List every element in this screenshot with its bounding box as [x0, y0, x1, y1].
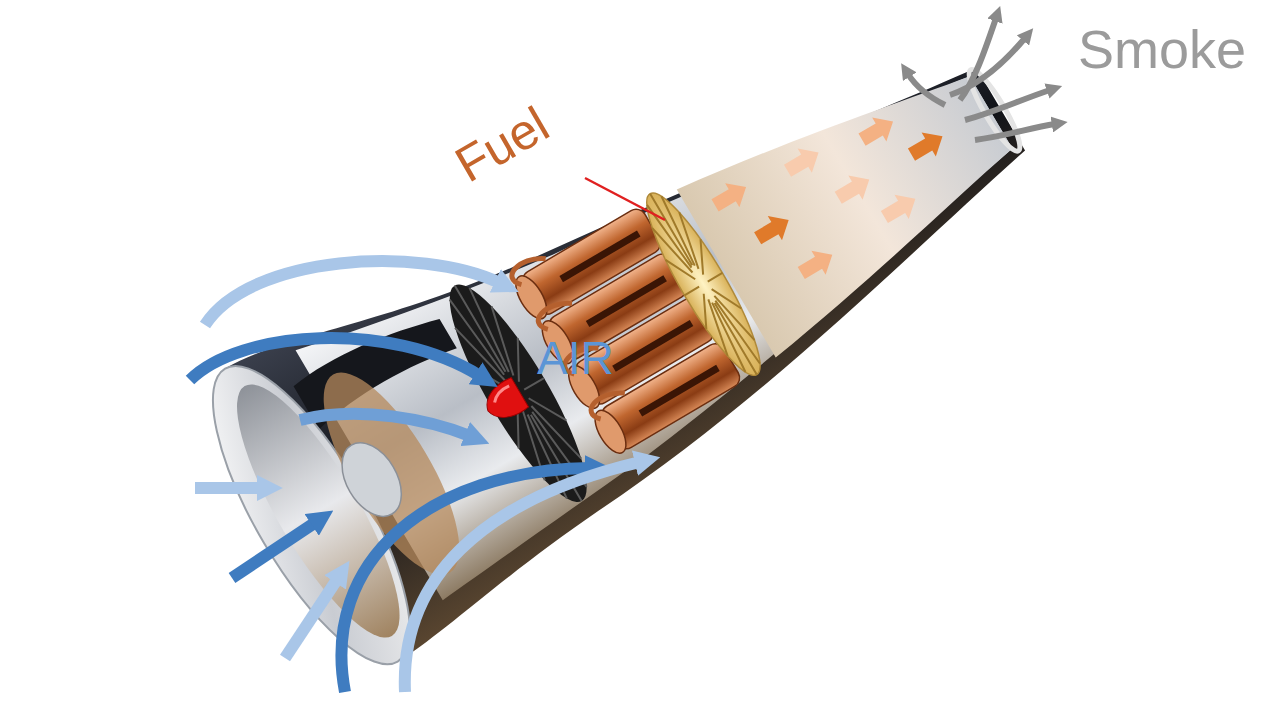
exhaust-arrow [708, 175, 753, 217]
exhaust-arrow [831, 167, 876, 209]
smoke-arrows [908, 18, 1055, 140]
smoke-arrow [950, 38, 1025, 95]
exhaust-arrow [794, 243, 839, 285]
air-arrow [405, 462, 640, 692]
exhaust-arrow [904, 124, 949, 166]
exhaust-arrow [855, 109, 900, 151]
can-stripe [639, 365, 720, 417]
can-cap [589, 405, 632, 458]
exhaust-arrow [877, 187, 922, 229]
part-label: Fuel [447, 97, 559, 193]
engine-body [178, 0, 1091, 689]
can-cap [510, 271, 553, 324]
air-arrow [195, 482, 262, 494]
exhaust-flow-arrows [708, 76, 973, 305]
spinner-highlight [491, 386, 513, 403]
spinner-cone [479, 377, 529, 426]
smoke-arrow [965, 90, 1050, 120]
fuel-pipes [508, 252, 630, 422]
air-flow-arrows [190, 261, 640, 692]
air-arrow [341, 468, 590, 692]
intake-fairing [330, 432, 414, 526]
air-arrow [232, 522, 316, 578]
air-arrow [300, 414, 470, 436]
cutaway-interior [296, 0, 1064, 600]
smoke-arrow [908, 74, 945, 105]
flow-label: AIR [537, 333, 614, 384]
exhaust-arrow [751, 208, 796, 250]
exhaust-duct [677, 32, 1043, 357]
exhaust-arrow [780, 140, 825, 182]
smoke-arrow [975, 124, 1055, 140]
air-arrow [190, 338, 480, 380]
air-arrow [285, 578, 338, 658]
air-arrow [205, 261, 500, 325]
flow-label: Smoke [1078, 20, 1246, 79]
leader-line [585, 178, 665, 220]
